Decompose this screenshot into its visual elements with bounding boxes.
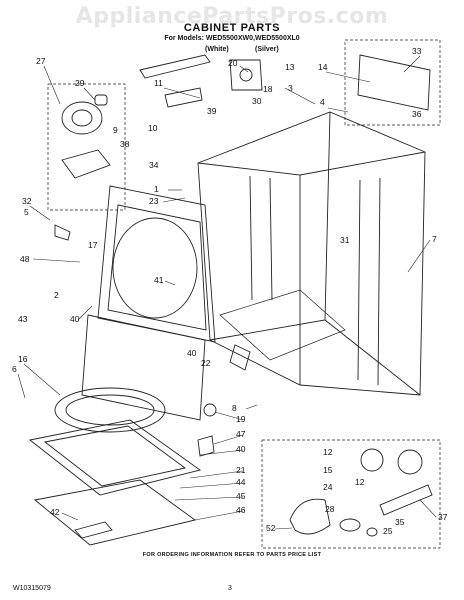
page-number: 3 (228, 585, 232, 592)
part-label: 15 (323, 465, 333, 475)
top-bracket (357, 54, 431, 111)
part-label: 40 (187, 348, 197, 358)
part-label: 36 (412, 109, 422, 119)
part-label: 12 (323, 447, 333, 457)
part-label: 12 (355, 477, 365, 487)
part-label: 21 (236, 465, 246, 475)
part-label: 43 (18, 314, 28, 324)
color-silver-label: (Silver) (255, 46, 279, 53)
door-seal (54, 387, 166, 433)
part-label: 32 (22, 196, 32, 206)
part-label: 35 (395, 517, 405, 527)
part-label: 37 (438, 512, 448, 522)
leader-lines (17, 55, 437, 530)
part-label: 22 (201, 358, 211, 368)
part-label: 20 (228, 58, 238, 68)
door-opening (112, 217, 198, 319)
part-label: 29 (75, 78, 85, 88)
part-label: 13 (285, 62, 295, 72)
vent-cap (360, 448, 384, 472)
cabinet-drawing (28, 39, 441, 549)
part-label: 52 (266, 523, 276, 533)
part-label: 8 (232, 403, 237, 413)
vent-tube (379, 484, 433, 516)
part-label: 24 (323, 482, 333, 492)
part-label: 42 (50, 507, 60, 517)
part-label: 46 (236, 505, 246, 515)
bracket-group-box (344, 39, 441, 126)
watermark: AppliancePartsPros.com (75, 4, 389, 29)
part-label: 5 (24, 207, 29, 217)
cabinet-body (197, 111, 426, 396)
document-number: W10315079 (13, 585, 51, 592)
part-label: 47 (236, 429, 246, 439)
part-label: 11 (154, 78, 163, 88)
part-label: 39 (207, 106, 217, 116)
part-label: 1 (154, 184, 159, 194)
part-label: 38 (120, 139, 130, 149)
part-label: 17 (88, 240, 98, 250)
part-label: 25 (383, 526, 393, 536)
door-panel (81, 314, 206, 421)
part-label: 23 (149, 196, 159, 206)
page-title: CABINET PARTS (183, 22, 281, 34)
part-label: 27 (36, 56, 46, 66)
motor-bracket (61, 149, 111, 179)
part-label: 14 (318, 62, 328, 72)
footer-note: FOR ORDERING INFORMATION REFER TO PARTS … (142, 552, 322, 558)
part-label: 30 (252, 96, 262, 106)
part-label: 4 (320, 97, 325, 107)
vent-group-box (261, 439, 441, 549)
leveling-leg (203, 403, 217, 417)
part-label: 3 (288, 83, 293, 93)
elbow (289, 498, 331, 535)
part-label: 16 (18, 354, 28, 364)
part-label: 34 (149, 160, 159, 170)
part-label: 40 (70, 314, 80, 324)
part-label: 40 (236, 444, 246, 454)
front-panel (97, 185, 216, 343)
part-label: 45 (236, 491, 246, 501)
control-console (139, 54, 211, 79)
part-label: 33 (412, 46, 422, 56)
lower-frame (28, 419, 202, 496)
motor-shape (61, 101, 103, 135)
part-label: 19 (236, 414, 246, 424)
part-labels: 27 29 9 38 32 5 17 48 2 43 40 16 6 11 39… (12, 46, 448, 536)
top-small-parts (229, 59, 263, 91)
part-label: 2 (54, 290, 59, 300)
part-label: 6 (12, 364, 17, 374)
part-label: 41 (154, 275, 164, 285)
part-label: 44 (236, 477, 246, 487)
part-label: 31 (340, 235, 350, 245)
part-label: 7 (432, 234, 437, 244)
color-white-label: (White) (205, 46, 229, 53)
part-label: 18 (263, 84, 273, 94)
part-label: 9 (113, 125, 118, 135)
part-label: 10 (148, 123, 158, 133)
part-label: 48 (20, 254, 30, 264)
motor-group-box (47, 83, 126, 211)
models-line: For Models: WED5500XW0,WED5500XL0 (164, 35, 300, 42)
part-label: 28 (325, 504, 335, 514)
